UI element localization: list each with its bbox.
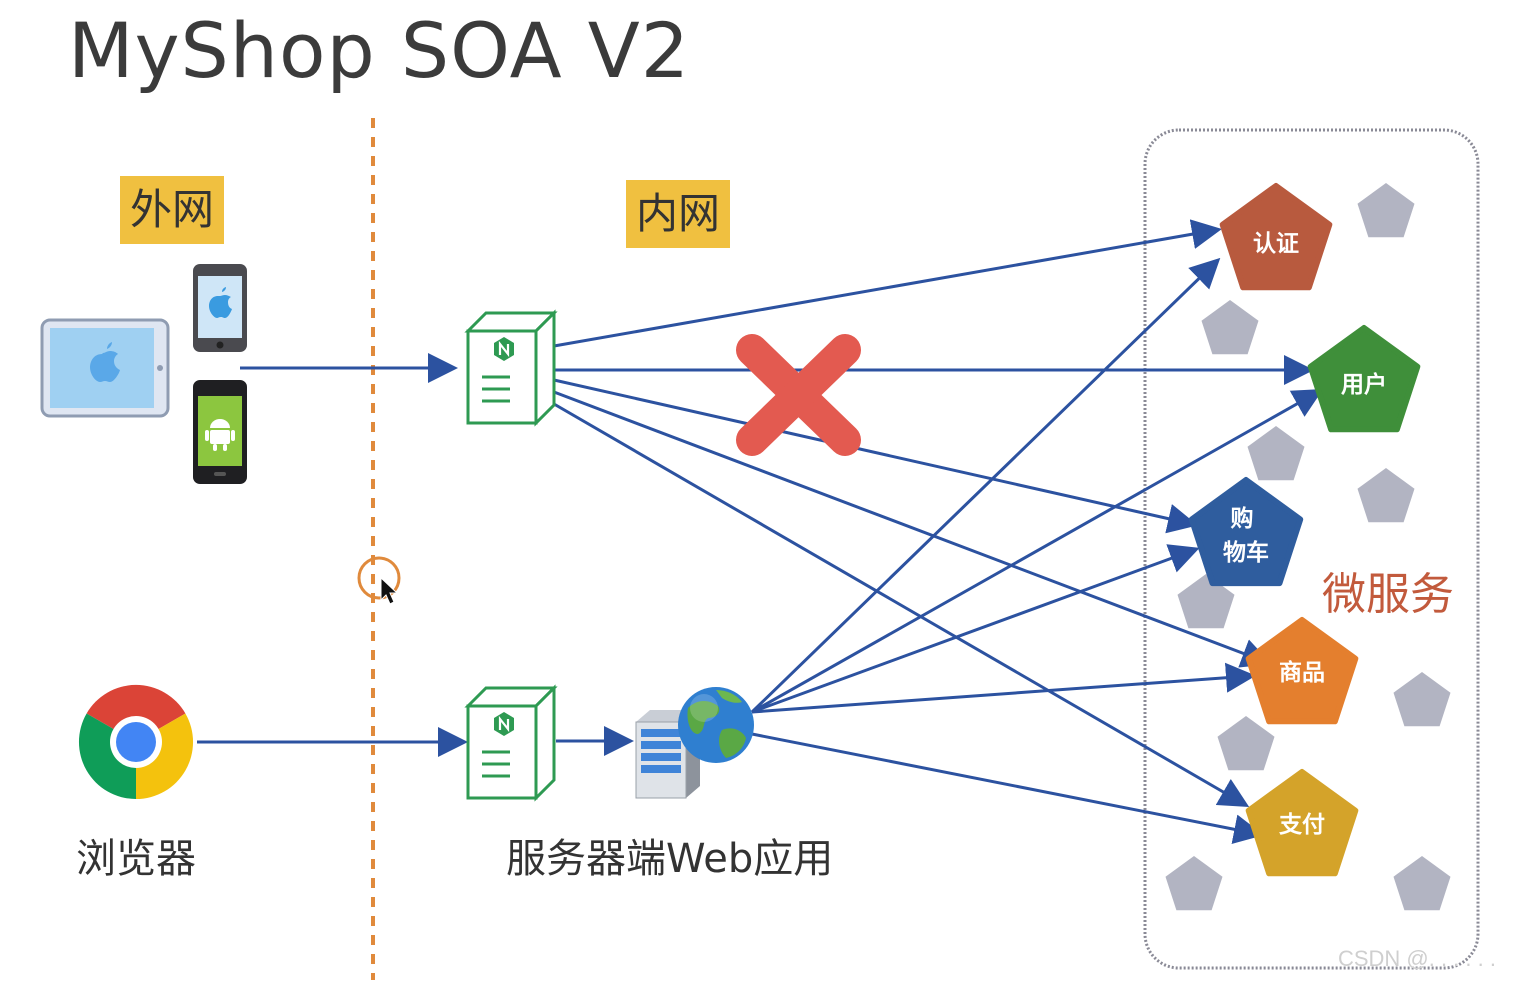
service-node-auth	[1219, 183, 1333, 291]
tablet-icon	[40, 318, 170, 418]
globe-icon	[678, 687, 754, 763]
placeholder-service	[1177, 574, 1235, 629]
arrow-gateway-to-product	[553, 390, 1272, 668]
service-node-user	[1307, 325, 1421, 433]
arrow-gateway-to-auth	[553, 219, 1222, 348]
service-label-user: 用户	[1341, 371, 1387, 398]
placeholder-service	[1217, 716, 1275, 771]
chrome-icon	[78, 684, 194, 799]
cursor-ring	[357, 556, 401, 600]
placeholder-service	[1393, 856, 1451, 911]
placeholder-service	[1393, 672, 1451, 727]
placeholder-service	[1357, 468, 1415, 523]
nginx-gateway-top-icon	[464, 309, 558, 427]
zone-tag-internal: 内网	[626, 180, 731, 248]
microservice-group-label: 微服务	[1322, 569, 1454, 620]
arrow-webapp-to-payment	[751, 732, 1264, 845]
red-x-icon	[736, 334, 861, 456]
service-label-payment: 支付	[1278, 812, 1325, 838]
placeholder-service	[1165, 856, 1223, 911]
arrow-gateway-to-payment	[553, 402, 1250, 808]
browser-label: 浏览器	[76, 836, 196, 882]
service-node-payment	[1245, 769, 1359, 877]
arrow-webapp-to-user	[751, 389, 1324, 714]
service-label-cart: 购 物车	[1223, 506, 1269, 566]
service-label-auth: 认证	[1253, 231, 1299, 257]
android-phone-icon	[193, 380, 247, 484]
zone-tag-external: 外网	[120, 176, 225, 244]
page-title: MyShop SOA V2	[68, 6, 691, 95]
arrow-webapp-to-product	[751, 662, 1256, 714]
nginx-gateway-bottom-icon	[464, 684, 558, 802]
service-node-product	[1245, 617, 1359, 725]
arrow-webapp-to-auth	[750, 257, 1221, 714]
service-node-cart	[1188, 477, 1304, 587]
placeholder-service	[1247, 426, 1305, 481]
web-app-label: 服务器端Web应用	[506, 836, 834, 882]
placeholder-service	[1201, 300, 1259, 355]
microservice-container	[1143, 128, 1480, 970]
arrow-webapp-to-cart	[751, 544, 1200, 714]
service-label-product: 商品	[1279, 659, 1325, 686]
iphone-icon	[193, 264, 247, 352]
watermark: CSDN @. . . . . .	[1337, 946, 1496, 971]
cursor-pointer-icon	[380, 576, 399, 605]
arrow-gateway-to-cart	[553, 378, 1198, 534]
placeholder-service	[1357, 183, 1415, 238]
